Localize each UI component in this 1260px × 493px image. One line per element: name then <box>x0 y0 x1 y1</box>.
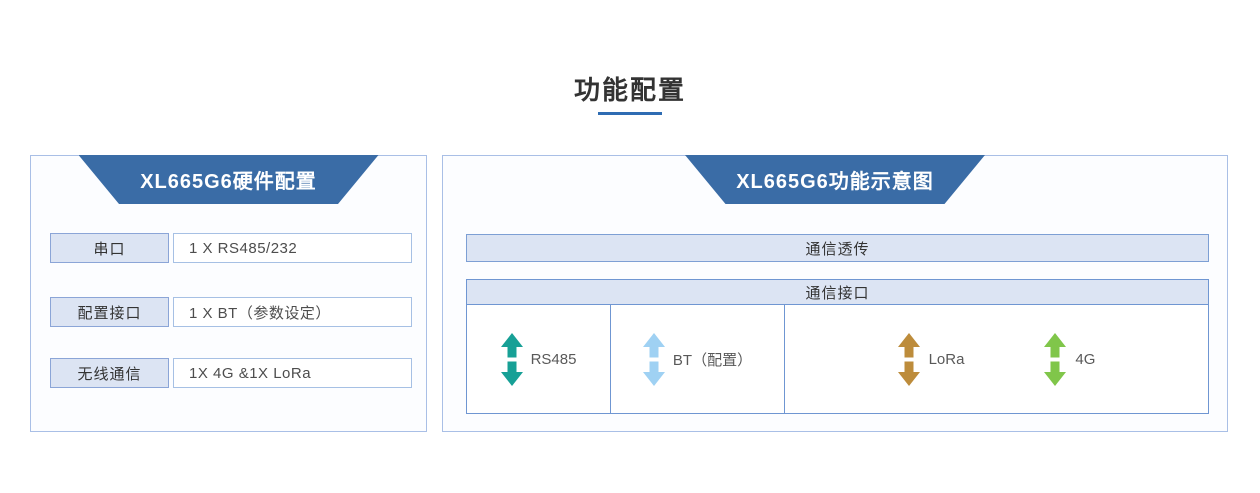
lora-double-arrow-icon <box>897 332 920 386</box>
function-panel-title: XL665G6功能示意图 <box>736 171 934 193</box>
hardware-row-wireless: 无线通信 1X 4G &1X LoRa <box>50 358 412 388</box>
page-title: 功能配置 <box>573 75 686 105</box>
interface-group-4g: 4G <box>1044 332 1096 386</box>
hardware-row-value: 1X 4G &1X LoRa <box>173 358 412 388</box>
interface-label: BT（配置） <box>672 351 753 369</box>
hardware-row-config-interface: 配置接口 1 X BT（参数设定） <box>50 297 412 327</box>
interface-table-header: 通信接口 <box>467 280 1208 305</box>
interface-table-body: RS485 BT（配置） <box>467 305 1208 413</box>
hardware-row-label: 串口 <box>50 233 169 263</box>
hardware-panel-title: XL665G6硬件配置 <box>140 171 317 193</box>
rs485-double-arrow-icon <box>500 332 523 386</box>
hardware-row-value: 1 X BT（参数设定） <box>173 297 412 327</box>
passthrough-bar: 通信透传 <box>466 234 1209 262</box>
interface-label: RS485 <box>530 350 577 368</box>
hardware-config-panel: XL665G6硬件配置 串口 1 X RS485/232 配置接口 1 X BT… <box>30 155 427 432</box>
hardware-row-serial: 串口 1 X RS485/232 <box>50 233 412 263</box>
interface-label: 4G <box>1075 350 1096 368</box>
title-underline <box>598 112 662 115</box>
hardware-row-value: 1 X RS485/232 <box>173 233 412 263</box>
function-panel-header: XL665G6功能示意图 <box>685 155 985 204</box>
bt-double-arrow-icon <box>642 332 665 386</box>
interface-cell-bt: BT（配置） <box>611 305 785 413</box>
hardware-row-label: 配置接口 <box>50 297 169 327</box>
interface-table: 通信接口 RS485 <box>466 279 1209 414</box>
interface-group-lora: LoRa <box>897 332 965 386</box>
hardware-row-label: 无线通信 <box>50 358 169 388</box>
function-diagram-panel: XL665G6功能示意图 通信透传 通信接口 RS485 <box>442 155 1228 432</box>
4g-double-arrow-icon <box>1044 332 1067 386</box>
hardware-panel-header: XL665G6硬件配置 <box>78 155 379 204</box>
interface-cell-wireless: LoRa 4G <box>785 305 1208 413</box>
interface-label: LoRa <box>928 350 965 368</box>
interface-cell-rs485: RS485 <box>467 305 611 413</box>
